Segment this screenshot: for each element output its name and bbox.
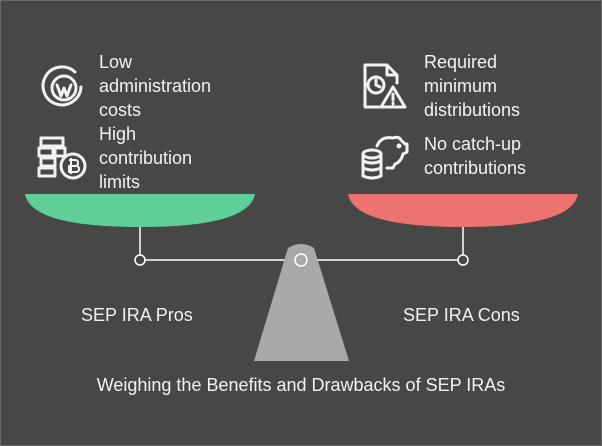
wordpress-circle-icon: [41, 65, 83, 107]
con-item-text-line: No catch-up: [424, 134, 522, 154]
cons-joint: [457, 254, 469, 266]
pro-item-text-line: costs: [99, 100, 142, 120]
clock-warning-document-icon: [363, 63, 407, 109]
pros-pan: [25, 194, 255, 227]
pro-item-low-administration-costs: Low administration costs: [99, 50, 211, 122]
cons-pan: [348, 194, 578, 227]
con-item-text-line: contributions: [424, 158, 527, 178]
cons-label: SEP IRA Cons: [403, 305, 520, 325]
bitcoin-wall-icon: [37, 136, 87, 180]
pro-item-text-line: contribution: [99, 148, 193, 168]
con-item-no-catch-up-contributions: No catch-up contributions: [424, 132, 526, 180]
pro-item-text-line: limits: [99, 172, 140, 192]
pro-item-text-line: High: [99, 124, 137, 144]
piggy-bank-coins-icon: [361, 135, 409, 180]
con-item-required-minimum-distributions: Required minimum distributions: [424, 50, 520, 122]
pros-joint: [134, 254, 146, 266]
pivot-joint: [294, 253, 308, 267]
pros-label: SEP IRA Pros: [81, 305, 193, 325]
con-item-text-line: minimum: [424, 76, 498, 96]
diagram-title: Weighing the Benefits and Drawbacks of S…: [96, 375, 506, 395]
pro-item-text-line: administration: [99, 76, 212, 96]
con-item-text-line: Required: [424, 52, 498, 72]
fulcrum: [254, 244, 349, 361]
con-item-text-line: distributions: [424, 100, 521, 120]
pro-item-high-contribution-limits: High contribution limits: [99, 122, 192, 194]
pro-item-text-line: Low: [99, 52, 133, 72]
